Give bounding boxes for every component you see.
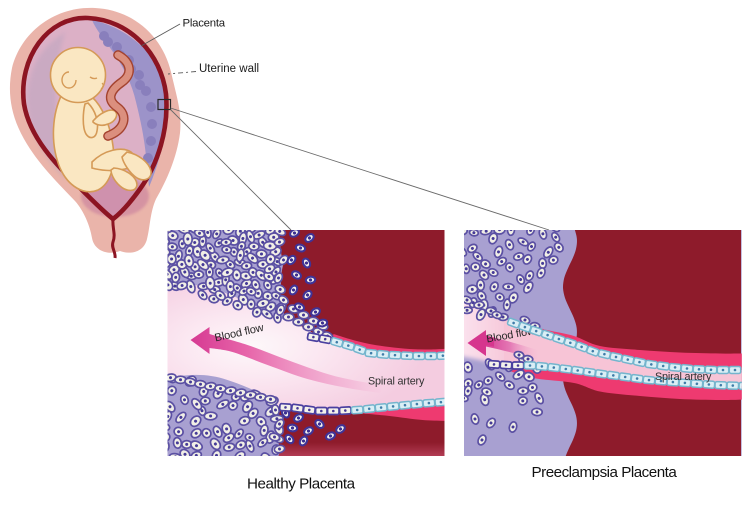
svg-text:Healthy Placenta: Healthy Placenta <box>247 476 356 493</box>
svg-text:Preeclampsia Placenta: Preeclampsia Placenta <box>532 464 678 481</box>
svg-text:Uterine wall: Uterine wall <box>199 63 259 75</box>
svg-text:Spiral artery: Spiral artery <box>655 371 712 383</box>
svg-text:Spiral artery: Spiral artery <box>368 376 425 388</box>
svg-text:Placenta: Placenta <box>183 17 226 29</box>
